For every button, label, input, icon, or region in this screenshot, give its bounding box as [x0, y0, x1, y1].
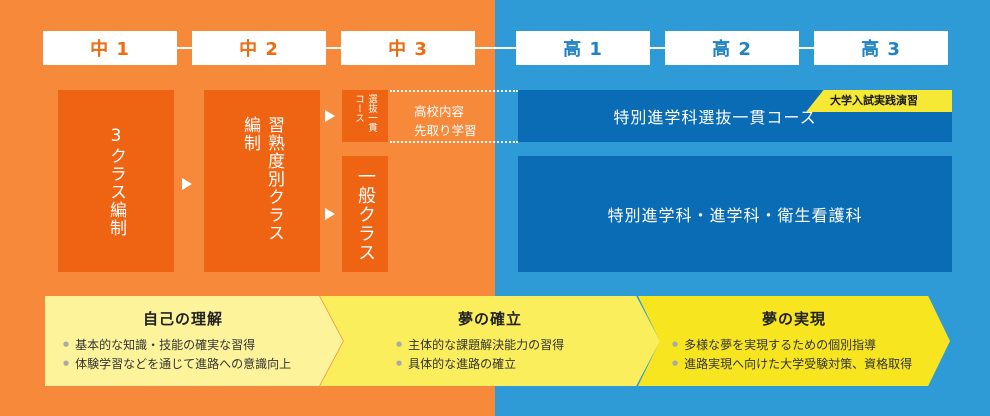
bullet-item: 進路実現へ向けた大学受験対策、資格取得	[672, 355, 912, 374]
timeline-connector	[798, 47, 814, 49]
grade-label-hs3: 高 3	[814, 31, 948, 65]
timeline-connector	[176, 47, 192, 49]
special-course-label: 選抜一貫コース	[353, 94, 377, 132]
phase-dream-establishment: 夢の確立 主体的な課題解決能力の習得 具体的な進路の確立	[320, 296, 660, 386]
general-courses-label: 特別進学科・進学科・衛生看護科	[607, 206, 863, 225]
grade-label-hs2: 高 2	[665, 31, 799, 65]
phase-bullets: 主体的な課題解決能力の習得 具体的な進路の確立	[396, 336, 564, 374]
bullet-item: 多様な夢を実現するための個別指導	[672, 336, 912, 355]
bullet-item: 基本的な知識・技能の確実な習得	[63, 336, 291, 355]
phase-self-understanding: 自己の理解 基本的な知識・技能の確実な習得 体験学習などを通じて進路への意識向上	[45, 296, 343, 386]
proficiency-class-box: 習熟度別クラス編制	[204, 90, 320, 272]
grade-label-jh3: 中 3	[341, 31, 475, 65]
grade-label-jh1: 中 1	[43, 31, 177, 65]
grade-label-jh2: 中 2	[192, 31, 326, 65]
general-class-label: 一般クラス	[355, 166, 376, 262]
arrow-right-icon	[325, 208, 335, 220]
note-line: 先取り学習	[414, 123, 477, 138]
phase-bullets: 多様な夢を実現するための個別指導 進路実現へ向けた大学受験対策、資格取得	[672, 336, 912, 374]
phase-dream-realization: 夢の実現 多様な夢を実現するための個別指導 進路実現へ向けた大学受験対策、資格取…	[638, 296, 950, 386]
proficiency-class-label: 習熟度別クラス編制	[240, 116, 284, 242]
special-course-bar-label: 特別進学科選抜一貫コース	[613, 108, 817, 127]
general-courses-bar: 特別進学科・進学科・衛生看護科	[518, 156, 952, 272]
bullet-item: 具体的な進路の確立	[396, 355, 564, 374]
arrow-right-icon	[325, 110, 335, 122]
phase-title: 夢の実現	[761, 310, 826, 328]
bullet-item: 主体的な課題解決能力の習得	[396, 336, 564, 355]
phase-bullets: 基本的な知識・技能の確実な習得 体験学習などを通じて進路への意識向上	[63, 336, 291, 374]
arrow-right-icon	[182, 178, 192, 190]
timeline-connector	[474, 47, 516, 49]
timeline-connector	[649, 47, 665, 49]
exam-practice-badge	[806, 90, 952, 112]
note-line: 高校内容	[414, 104, 465, 119]
phase-title: 自己の理解	[142, 310, 223, 328]
three-class-label: 3クラス編制	[106, 125, 126, 237]
general-class-box: 一般クラス	[342, 156, 388, 272]
dotted-connector	[390, 90, 518, 92]
advance-study-note: 高校内容 先取り学習	[414, 102, 477, 140]
dotted-connector	[390, 141, 518, 143]
bullet-item: 体験学習などを通じて進路への意識向上	[63, 355, 291, 374]
timeline-connector	[325, 47, 341, 49]
three-class-box: 3クラス編制	[58, 90, 174, 272]
phase-title: 夢の確立	[457, 310, 522, 328]
exam-practice-badge-label: 大学入試実践演習	[830, 94, 918, 107]
grade-label-hs1: 高 1	[516, 31, 650, 65]
special-course-box: 選抜一貫コース	[342, 90, 388, 142]
